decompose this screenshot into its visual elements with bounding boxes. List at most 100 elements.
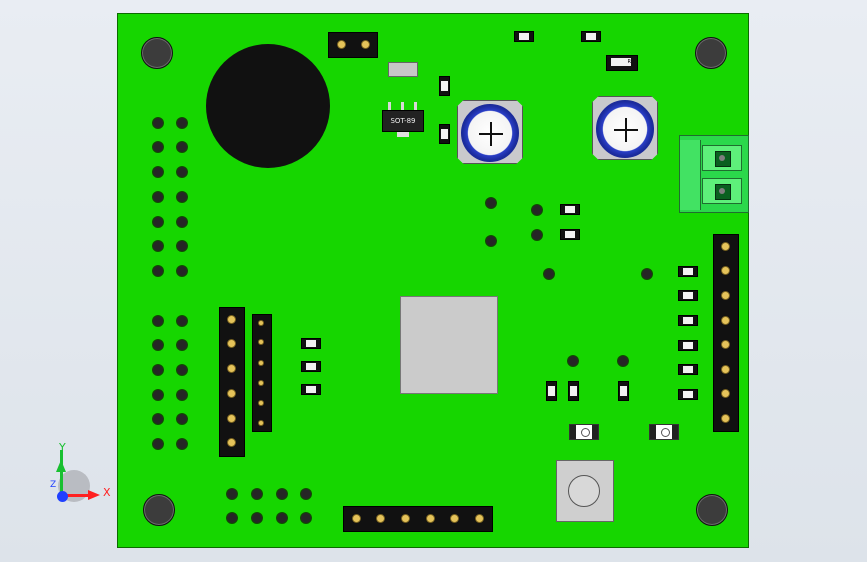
x-axis-label: X <box>103 486 111 499</box>
smd-resistor[interactable] <box>678 364 698 375</box>
regulator-tab <box>397 132 409 137</box>
header-pin <box>259 421 263 425</box>
regulator-pin <box>401 102 404 111</box>
led-lens <box>581 428 590 437</box>
smd-resistor[interactable] <box>678 290 698 301</box>
via <box>153 414 163 424</box>
regulator-pin <box>414 102 417 111</box>
terminal-slot-2[interactable] <box>702 178 742 204</box>
button-cap[interactable] <box>568 475 600 507</box>
electrolytic-capacitor-left[interactable] <box>457 100 523 164</box>
header-fine-pitch[interactable] <box>252 314 272 432</box>
via <box>177 414 187 424</box>
smd-resistor[interactable] <box>678 389 698 400</box>
smd-resistor[interactable] <box>560 204 580 215</box>
via <box>177 316 187 326</box>
via <box>568 356 578 366</box>
grey-crystal[interactable] <box>388 62 418 77</box>
smd-resistor[interactable] <box>678 315 698 326</box>
smd-capacitor[interactable] <box>618 381 629 401</box>
terminal-side <box>680 140 701 210</box>
via <box>153 365 163 375</box>
polarity-mark-icon <box>479 133 503 135</box>
header-6pin-left[interactable] <box>219 307 245 457</box>
header-pin <box>722 292 729 299</box>
header-8pin-right[interactable] <box>713 234 739 432</box>
main-ic-module[interactable] <box>400 296 498 394</box>
via <box>153 316 163 326</box>
smd-resistor[interactable] <box>514 31 534 42</box>
via <box>177 390 187 400</box>
smd-resistor[interactable] <box>678 266 698 277</box>
header-pin <box>722 243 729 250</box>
screw-icon <box>715 151 731 167</box>
via <box>277 513 287 523</box>
pcb-board[interactable]: SOT-89 R <box>117 13 749 548</box>
resistor-body: R <box>611 58 631 66</box>
screw-icon <box>715 184 731 200</box>
led-right[interactable] <box>649 424 679 440</box>
header-pin <box>722 317 729 324</box>
screw-terminal-block[interactable] <box>679 135 749 213</box>
z-axis-origin-icon <box>57 491 68 502</box>
smd-capacitor[interactable] <box>439 124 450 144</box>
via <box>301 489 311 499</box>
header-6pin-bottom[interactable] <box>343 506 493 532</box>
smd-resistor[interactable] <box>301 338 321 349</box>
terminal-slot-1[interactable] <box>702 145 742 171</box>
header-pin <box>259 340 263 344</box>
header-pin <box>228 439 235 446</box>
smd-resistor-marked[interactable]: R <box>606 55 638 71</box>
via <box>544 269 554 279</box>
smd-capacitor[interactable] <box>568 381 579 401</box>
via <box>177 167 187 177</box>
capacitor-top <box>596 100 654 158</box>
via <box>177 142 187 152</box>
via <box>177 340 187 350</box>
mounting-hole-bottom-right <box>696 494 728 526</box>
header-pin <box>259 321 263 325</box>
header-pin <box>377 515 384 522</box>
header-pin <box>402 515 409 522</box>
smd-resistor[interactable] <box>581 31 601 42</box>
led-left[interactable] <box>569 424 599 440</box>
z-axis-label: Z <box>50 480 57 490</box>
regulator-pin <box>388 102 391 111</box>
via <box>532 230 542 240</box>
header-2pin-top[interactable] <box>328 32 378 58</box>
resistor-code: R <box>627 59 631 65</box>
smd-capacitor[interactable] <box>439 76 450 96</box>
via <box>153 167 163 177</box>
via <box>177 266 187 276</box>
x-axis-arrowhead-icon <box>88 490 100 500</box>
y-axis-label: Y <box>59 441 66 454</box>
buzzer[interactable] <box>206 44 330 168</box>
via <box>177 118 187 128</box>
via <box>252 489 262 499</box>
header-pin <box>722 415 729 422</box>
header-pin <box>228 390 235 397</box>
smd-resistor[interactable] <box>301 361 321 372</box>
smd-resistor[interactable] <box>301 384 321 395</box>
via <box>301 513 311 523</box>
electrolytic-capacitor-right[interactable] <box>592 96 658 160</box>
via <box>642 269 652 279</box>
x-axis-arrow-icon <box>62 494 92 497</box>
header-pin <box>427 515 434 522</box>
via <box>153 192 163 202</box>
capacitor-top <box>461 104 519 162</box>
mounting-hole-top-right <box>695 37 727 69</box>
via <box>177 241 187 251</box>
via <box>486 236 496 246</box>
via <box>153 390 163 400</box>
header-pin <box>353 515 360 522</box>
header-pin <box>259 381 263 385</box>
regulator-sot89[interactable]: SOT-89 <box>382 110 424 132</box>
via <box>153 217 163 227</box>
tactile-push-button[interactable] <box>556 460 614 522</box>
smd-resistor[interactable] <box>678 340 698 351</box>
y-axis-arrowhead-icon <box>56 460 66 472</box>
header-pin <box>476 515 483 522</box>
smd-resistor[interactable] <box>560 229 580 240</box>
smd-capacitor[interactable] <box>546 381 557 401</box>
